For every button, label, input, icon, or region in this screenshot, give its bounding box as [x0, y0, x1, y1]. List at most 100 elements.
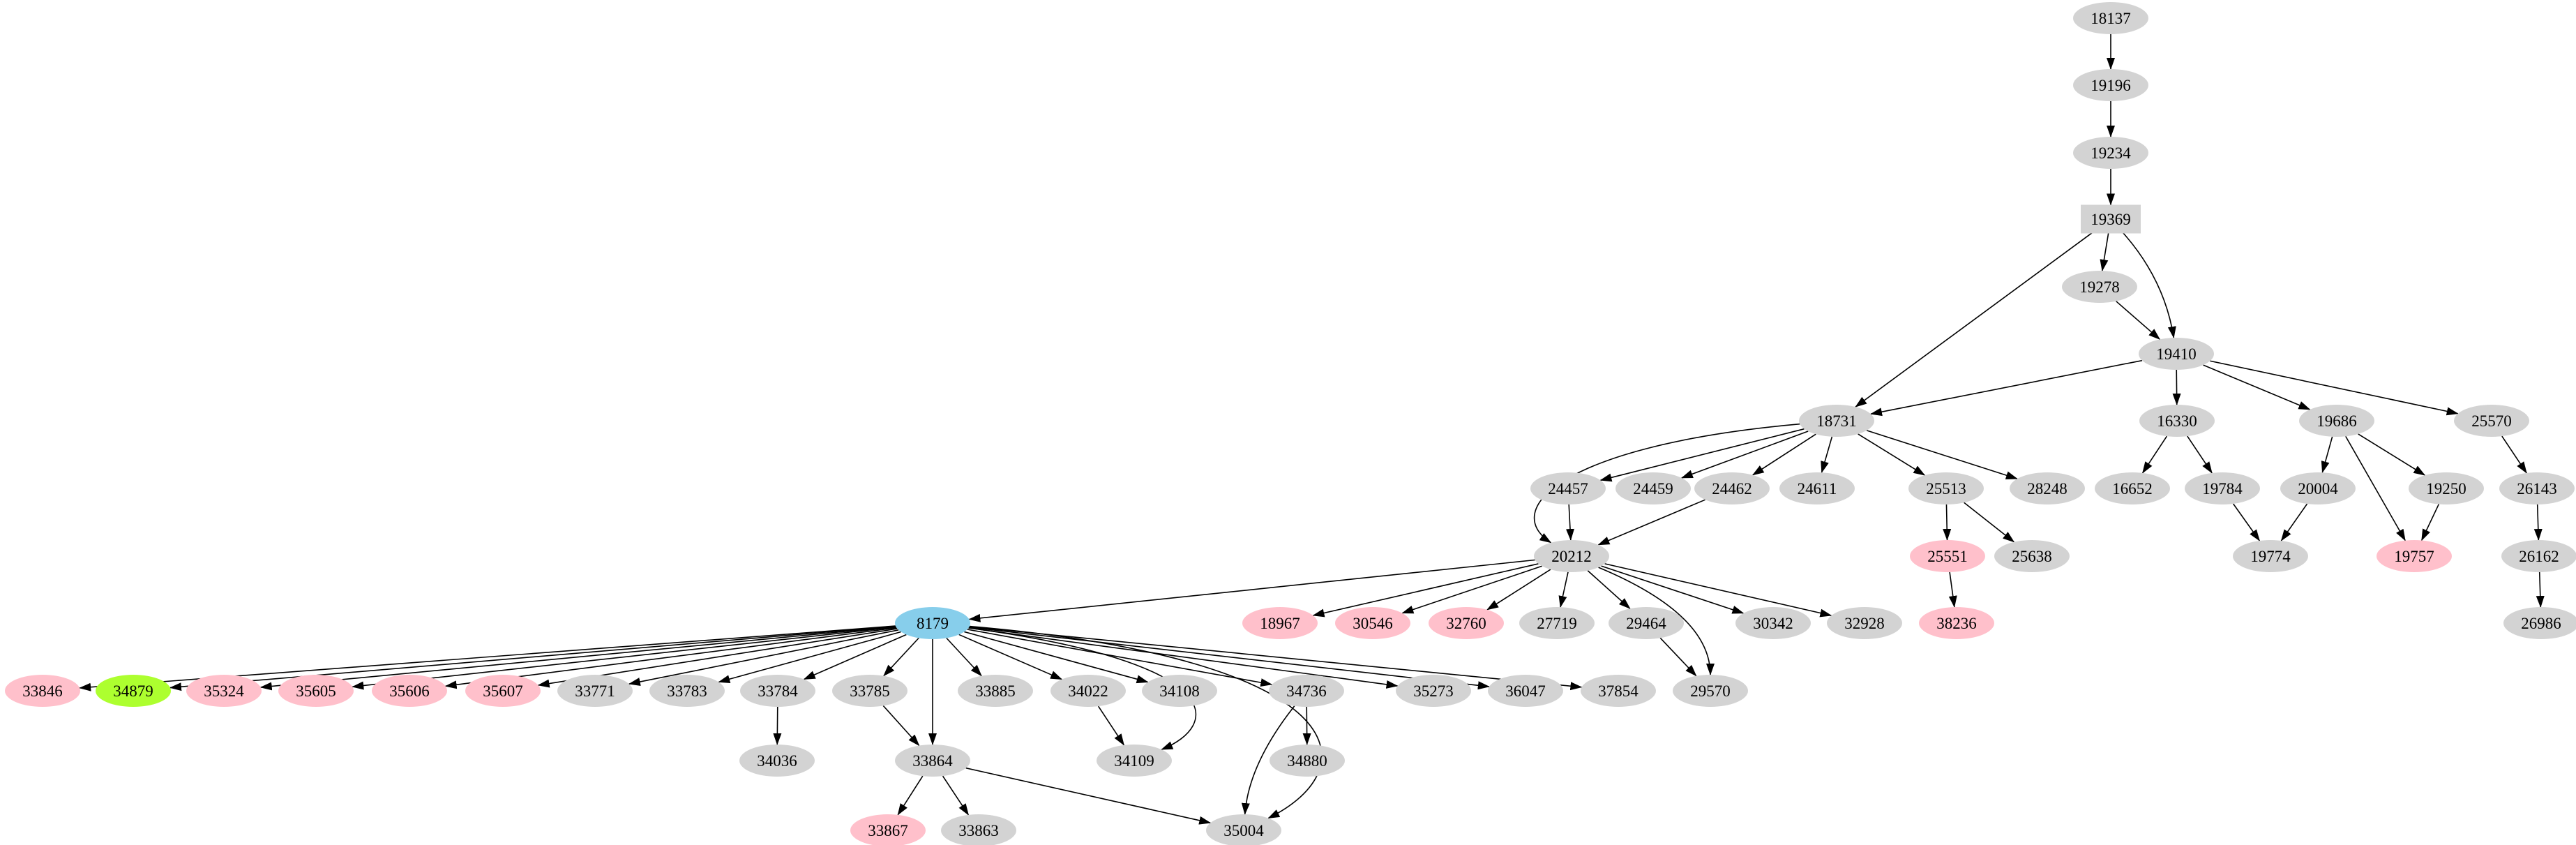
- edge-34736-34880: [1302, 706, 1311, 745]
- graph-node-34109: 34109: [1097, 745, 1172, 777]
- edge-18731-25513: [1858, 433, 1926, 476]
- node-label: 29464: [1626, 615, 1666, 632]
- graph-node-34108: 34108: [1142, 675, 1217, 707]
- graph-node-28248: 28248: [2010, 472, 2085, 504]
- graph-node-16652: 16652: [2095, 472, 2170, 504]
- graph-node-37854: 37854: [1581, 675, 1656, 707]
- edge-19410-19686: [2203, 364, 2311, 410]
- edge-8179-36047: [969, 627, 1490, 690]
- edge-20212-29570: [1598, 567, 1715, 675]
- node-label: 19410: [2156, 345, 2197, 363]
- edge-20212-29464: [1587, 570, 1631, 609]
- graph-node-16330: 16330: [2139, 405, 2215, 437]
- node-label: 16652: [2112, 480, 2153, 498]
- node-shape-ellipse: [2010, 472, 2085, 504]
- graph-node-29464: 29464: [1609, 607, 1684, 639]
- node-label: 32928: [1844, 615, 1885, 632]
- edge-18731-24457: [1599, 428, 1805, 482]
- node-shape-ellipse: [1581, 675, 1656, 707]
- edge-8179-34879: [169, 625, 896, 691]
- graph-node-26162: 26162: [2501, 540, 2576, 572]
- node-label: 18137: [2091, 10, 2131, 27]
- node-shape-ellipse: [1827, 607, 1902, 639]
- graph-node-19686: 19686: [2299, 405, 2374, 437]
- graph-node-33771: 33771: [557, 675, 633, 707]
- node-shape-ellipse: [1335, 607, 1410, 639]
- node-label: 36047: [1505, 682, 1546, 700]
- edge-19369-19278: [2100, 233, 2109, 272]
- node-label: 30546: [1353, 615, 1393, 632]
- graph-node-18731: 18731: [1799, 405, 1874, 437]
- graph-node-38236: 38236: [1919, 607, 1994, 639]
- node-label: 24459: [1633, 480, 1673, 498]
- node-label: 19234: [2091, 144, 2131, 162]
- node-label: 19757: [2394, 548, 2434, 565]
- graph-node-33785: 33785: [832, 675, 907, 707]
- edge-33785-33864: [882, 705, 920, 747]
- graph-node-26143: 26143: [2499, 472, 2575, 504]
- node-label: 30342: [1753, 615, 1793, 632]
- node-label: 33783: [667, 682, 707, 700]
- node-shape-ellipse: [2377, 540, 2452, 572]
- node-label: 35607: [483, 682, 523, 700]
- edge-19369-19410: [2122, 232, 2176, 339]
- node-shape-ellipse: [740, 675, 815, 707]
- node-label: 33867: [868, 822, 908, 839]
- edge-33784-34036: [773, 706, 782, 745]
- edge-26162-26986: [2536, 571, 2545, 608]
- graph-node-33783: 33783: [649, 675, 725, 707]
- edge-24462-20212: [1597, 499, 1705, 546]
- node-shape-ellipse: [1910, 540, 1985, 572]
- edge-8179-35004: [969, 625, 1323, 819]
- edge-8179-35273: [968, 627, 1399, 689]
- node-shape-ellipse: [2139, 338, 2214, 370]
- node-shape-ellipse: [2280, 472, 2356, 504]
- node-label: 19686: [2317, 412, 2357, 430]
- node-shape-ellipse: [465, 675, 541, 707]
- node-label: 24462: [1712, 480, 1752, 498]
- graph-node-20212: 20212: [1534, 540, 1609, 572]
- node-label: 34036: [757, 752, 797, 770]
- graph-node-25570: 25570: [2454, 405, 2529, 437]
- node-shape-ellipse: [1269, 675, 1344, 707]
- node-label: 35273: [1413, 682, 1454, 700]
- edge-8179-34022: [958, 634, 1063, 680]
- node-label: 24611: [1798, 480, 1837, 498]
- node-label: 18731: [1816, 412, 1857, 430]
- graph-node-34036: 34036: [739, 745, 815, 777]
- edge-20212-27719: [1558, 571, 1569, 608]
- graph-node-24462: 24462: [1694, 472, 1770, 504]
- node-label: 28248: [2027, 480, 2067, 498]
- graph-node-34879: 34879: [96, 675, 171, 707]
- node-label: 32760: [1446, 615, 1486, 632]
- graph-node-33867: 33867: [850, 814, 926, 845]
- node-shape-ellipse: [649, 675, 725, 707]
- edge-25570-26143: [2501, 435, 2527, 474]
- edge-8179-33783: [718, 631, 901, 684]
- node-shape-ellipse: [2073, 69, 2148, 101]
- edge-19369-18731: [1855, 230, 2095, 407]
- node-label: 35605: [296, 682, 336, 700]
- edge-20212-30342: [1601, 565, 1745, 614]
- edge-16330-16652: [2141, 435, 2168, 474]
- edge-20212-18967: [1312, 563, 1539, 618]
- node-shape-ellipse: [2299, 405, 2374, 437]
- node-shape-ellipse: [278, 675, 354, 707]
- node-shape-ellipse: [557, 675, 633, 707]
- node-label: 20004: [2298, 480, 2338, 498]
- node-shape-ellipse: [739, 745, 815, 777]
- node-shape-ellipse: [1270, 745, 1345, 777]
- edge-8179-35605: [352, 626, 896, 690]
- edge-18731-24611: [1821, 436, 1833, 474]
- node-shape-ellipse: [2454, 405, 2529, 437]
- node-label: 25513: [1926, 480, 1966, 498]
- edge-8179-33771: [628, 629, 899, 686]
- edge-20212-32928: [1604, 563, 1832, 618]
- graph-node-36047: 36047: [1488, 675, 1563, 707]
- node-shape-ellipse: [1694, 472, 1770, 504]
- node-shape-ellipse: [895, 607, 970, 639]
- node-shape-ellipse: [1673, 675, 1748, 707]
- edge-8179-34736: [967, 629, 1273, 687]
- node-label: 33864: [912, 752, 953, 770]
- node-shape-ellipse: [1609, 607, 1684, 639]
